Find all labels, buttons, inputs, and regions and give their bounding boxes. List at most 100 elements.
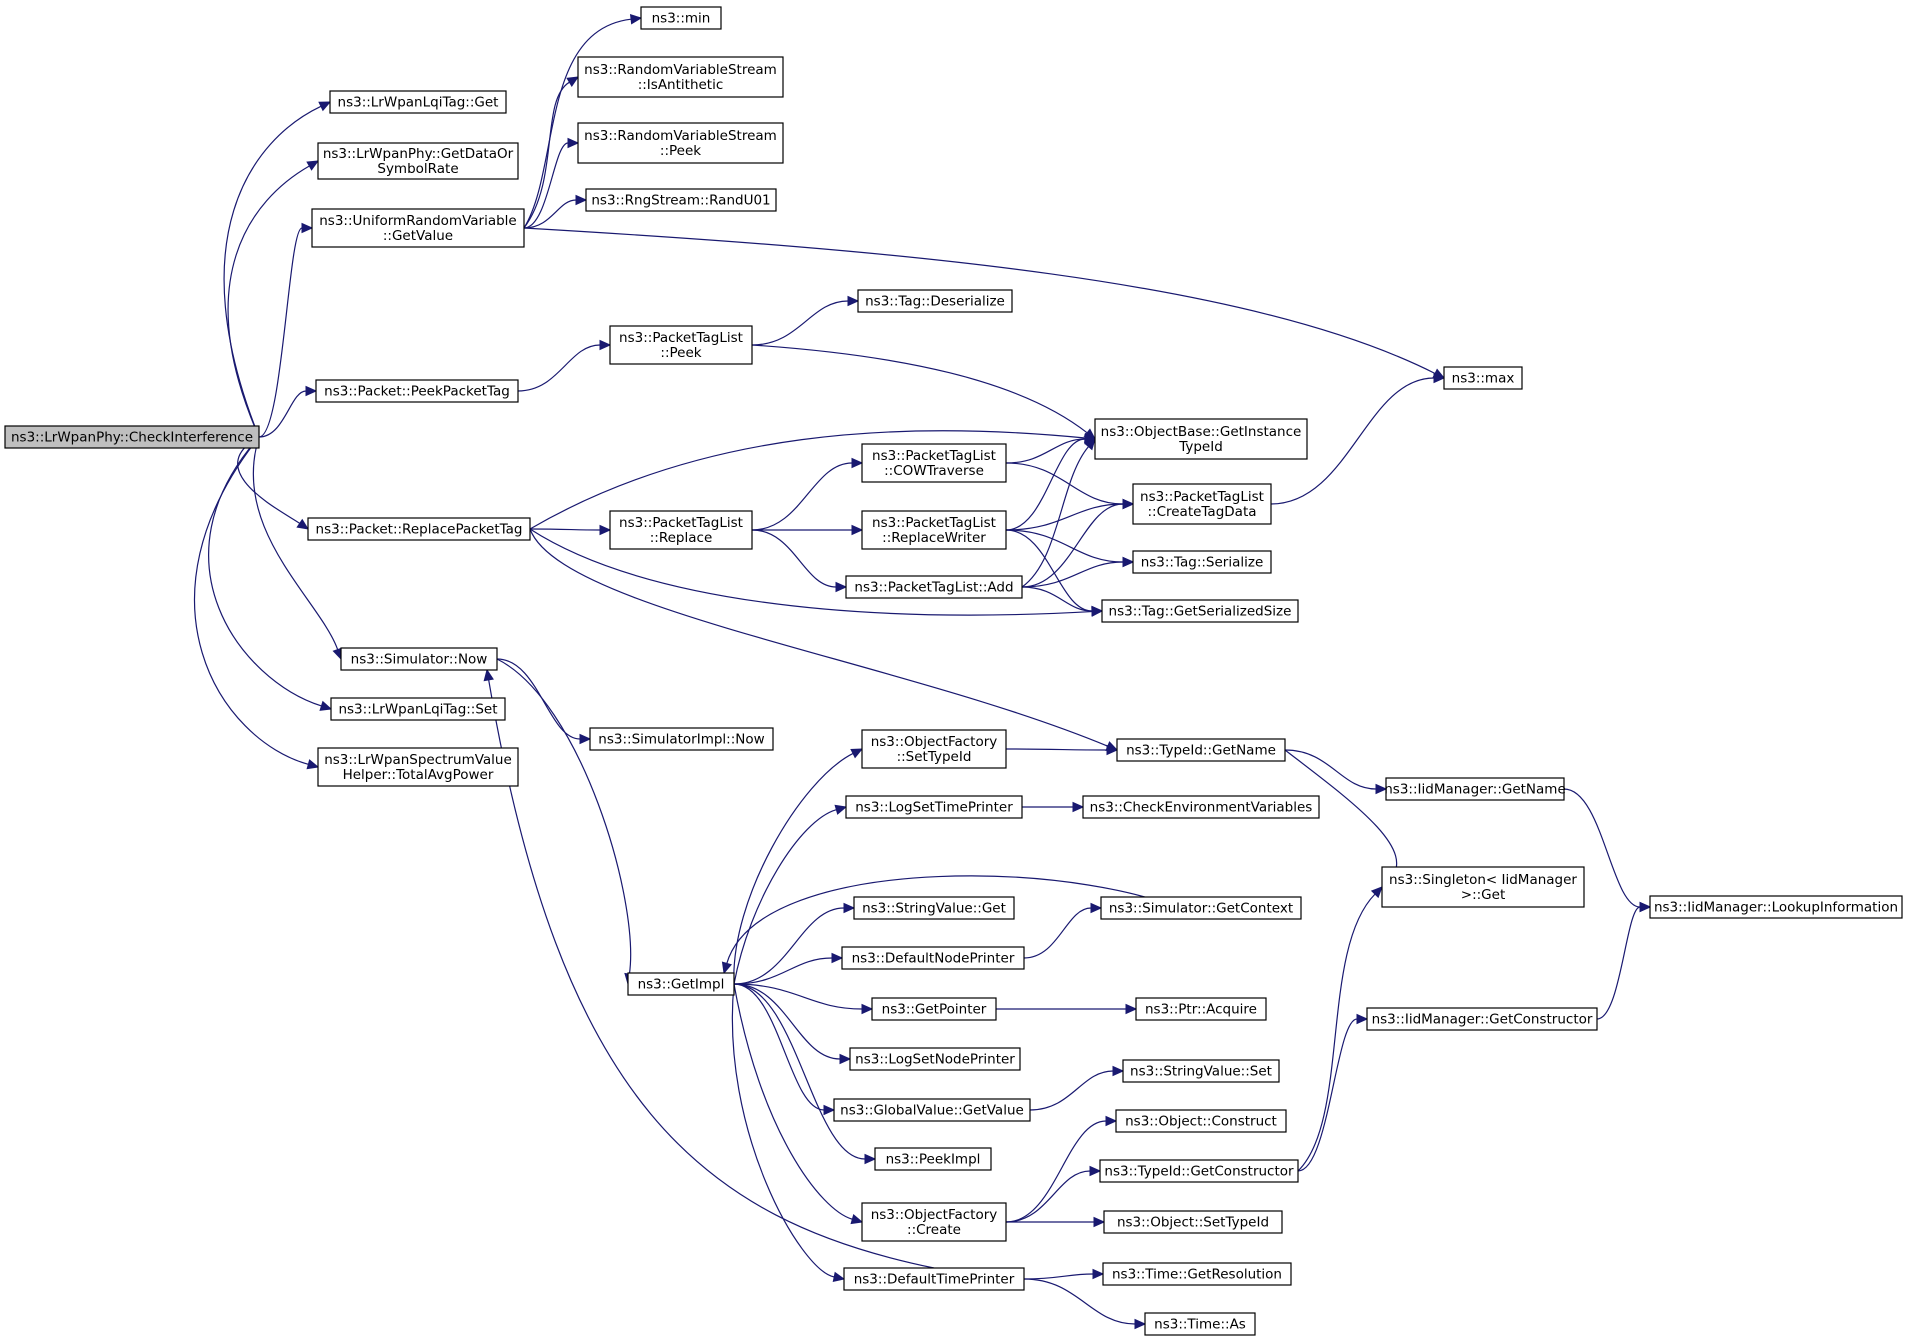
arrowhead [306,759,320,770]
node-min[interactable]: ns3::min [640,6,722,30]
node-label: ns3::RandomVariableStream [584,128,777,144]
arrowhead [1134,1318,1147,1330]
node-label: TypeId [1178,439,1223,455]
node-logsettimeprinter[interactable]: ns3::LogSetTimePrinter [845,795,1023,819]
node-typeid-getconstructor[interactable]: ns3::TypeId::GetConstructor [1099,1159,1299,1183]
edge-line [733,752,854,985]
node-globalvalue-getvalue[interactable]: ns3::GlobalValue::GetValue [833,1098,1031,1122]
node-stringvalue-set[interactable]: ns3::StringValue::Set [1122,1059,1280,1083]
node-lqitag-get[interactable]: ns3::LrWpanLqiTag::Get [329,90,507,114]
node-label: ns3::IidManager::LookupInformation [1654,900,1898,916]
arrowhead [567,137,580,149]
node-box [1385,777,1565,801]
node-createtagdata[interactable]: ns3::PacketTagList::CreateTagData [1132,483,1272,525]
node-defaultnodeprinter[interactable]: ns3::DefaultNodePrinter [841,946,1025,970]
edge-replacewriter-to-getinstancetypeid [1005,433,1097,531]
node-label: ns3::ObjectBase::GetInstance [1101,424,1302,440]
arrowhead [599,524,612,536]
node-time-getresolution[interactable]: ns3::Time::GetResolution [1102,1262,1292,1286]
node-logsetnodeprinter[interactable]: ns3::LogSetNodePrinter [849,1047,1021,1071]
node-iid-getconstructor[interactable]: ns3::IidManager::GetConstructor [1366,1007,1598,1031]
node-label: ns3::RngStream::RandU01 [591,193,770,209]
arrowhead [1106,744,1119,756]
node-box [833,1098,1031,1122]
node-uniform-getvalue[interactable]: ns3::UniformRandomVariable::GetValue [311,208,525,248]
arrowhead [834,804,848,815]
node-stringvalue-get[interactable]: ns3::StringValue::Get [853,896,1015,920]
arrowhead [1090,902,1103,914]
node-typeid-getname[interactable]: ns3::TypeId::GetName [1116,738,1286,762]
node-getcontext[interactable]: ns3::Simulator::GetContext [1100,896,1302,920]
node-iid-getname[interactable]: ns3::IidManager::GetName [1384,777,1566,801]
edge-getpointer-to-ptr-acquire [995,1003,1138,1015]
node-getpointer[interactable]: ns3::GetPointer [871,997,997,1021]
edge-line [496,658,632,975]
edge-iid-getconstructor-to-lookupinformation [1596,901,1652,1020]
node-tag-deserialize[interactable]: ns3::Tag::Deserialize [857,289,1013,313]
edge-line [1297,1018,1358,1172]
node-label: ns3::UniformRandomVariable [319,213,517,229]
node-lookupinformation[interactable]: ns3::IidManager::LookupInformation [1649,895,1903,919]
arrowhead [847,295,860,307]
arrowhead [861,1003,874,1015]
node-of-settypeid[interactable]: ns3::ObjectFactory::SetTypeId [861,729,1007,769]
edge-line [751,529,837,588]
node-isantithetic[interactable]: ns3::RandomVariableStream::IsAntithetic [577,56,784,98]
node-getserializedsize[interactable]: ns3::Tag::GetSerializedSize [1101,599,1299,623]
node-ptr-acquire[interactable]: ns3::Ptr::Acquire [1135,997,1267,1021]
node-box [845,575,1023,599]
arrowhead [1370,886,1383,899]
node-simimpl-now[interactable]: ns3::SimulatorImpl::Now [589,727,774,751]
node-tag-serialize[interactable]: ns3::Tag::Serialize [1132,550,1272,574]
node-label: ns3::DefaultNodePrinter [852,951,1015,967]
node-ptl-add[interactable]: ns3::PacketTagList::Add [845,575,1023,599]
node-singleton-get[interactable]: ns3::Singleton< IidManager>::Get [1381,866,1585,908]
node-cowtraverse[interactable]: ns3::PacketTagList::COWTraverse [861,443,1007,483]
edge-line [1023,907,1092,959]
node-totalavgpower[interactable]: ns3::LrWpanSpectrumValueHelper::TotalAvg… [317,747,519,787]
node-simulator-now[interactable]: ns3::Simulator::Now [340,647,498,671]
edge-line [1005,503,1124,531]
node-label: ns3::Tag::Deserialize [865,294,1005,310]
node-label: ::SetTypeId [897,749,972,765]
node-label: ::Peek [660,143,701,159]
node-label: ::COWTraverse [884,463,984,479]
node-max[interactable]: ns3::max [1443,366,1523,390]
arrowhead [831,952,844,964]
node-box [329,90,507,114]
node-randu01[interactable]: ns3::RngStream::RandU01 [585,188,777,212]
node-rvs-peek[interactable]: ns3::RandomVariableStream::Peek [577,122,784,164]
node-object-construct[interactable]: ns3::Object::Construct [1115,1109,1287,1133]
edge-line [529,528,601,531]
node-defaulttimeprinter[interactable]: ns3::DefaultTimePrinter [843,1267,1025,1291]
node-box [849,1047,1021,1071]
edge-line [1021,561,1124,588]
edge-ptl-replace-to-ptl-add [751,529,848,593]
arrowhead [839,1053,852,1065]
arrowhead [1089,1165,1102,1177]
node-box [340,647,498,671]
node-ptl-peek[interactable]: ns3::PacketTagList::Peek [609,325,753,365]
node-label: ::IsAntithetic [638,77,724,93]
node-of-create[interactable]: ns3::ObjectFactory::Create [861,1202,1007,1242]
node-label: ns3::ObjectFactory [871,734,998,750]
edge-of-create-to-typeid-getconstructor [1005,1165,1102,1223]
edge-line [488,679,935,1269]
node-object-settypeid[interactable]: ns3::Object::SetTypeId [1103,1210,1283,1234]
node-label: ns3::Ptr::Acquire [1145,1002,1257,1018]
node-getimpl[interactable]: ns3::GetImpl [627,972,735,996]
edge-line [227,165,310,438]
node-ptl-replace[interactable]: ns3::PacketTagList::Replace [609,510,753,550]
node-replacewriter[interactable]: ns3::PacketTagList::ReplaceWriter [861,510,1007,550]
node-label: ns3::PacketTagList [619,330,743,346]
node-peekpackettag[interactable]: ns3::Packet::PeekPacketTag [315,379,519,403]
node-lqitag-set[interactable]: ns3::LrWpanLqiTag::Set [330,697,506,721]
node-peekimpl[interactable]: ns3::PeekImpl [874,1147,992,1171]
node-label: ns3::Simulator::GetContext [1109,901,1293,917]
edge-line [1005,438,1086,531]
node-replacepackettag[interactable]: ns3::Packet::ReplacePacketTag [307,517,531,541]
node-checkenv[interactable]: ns3::CheckEnvironmentVariables [1082,795,1320,819]
node-time-as[interactable]: ns3::Time::As [1144,1312,1256,1336]
